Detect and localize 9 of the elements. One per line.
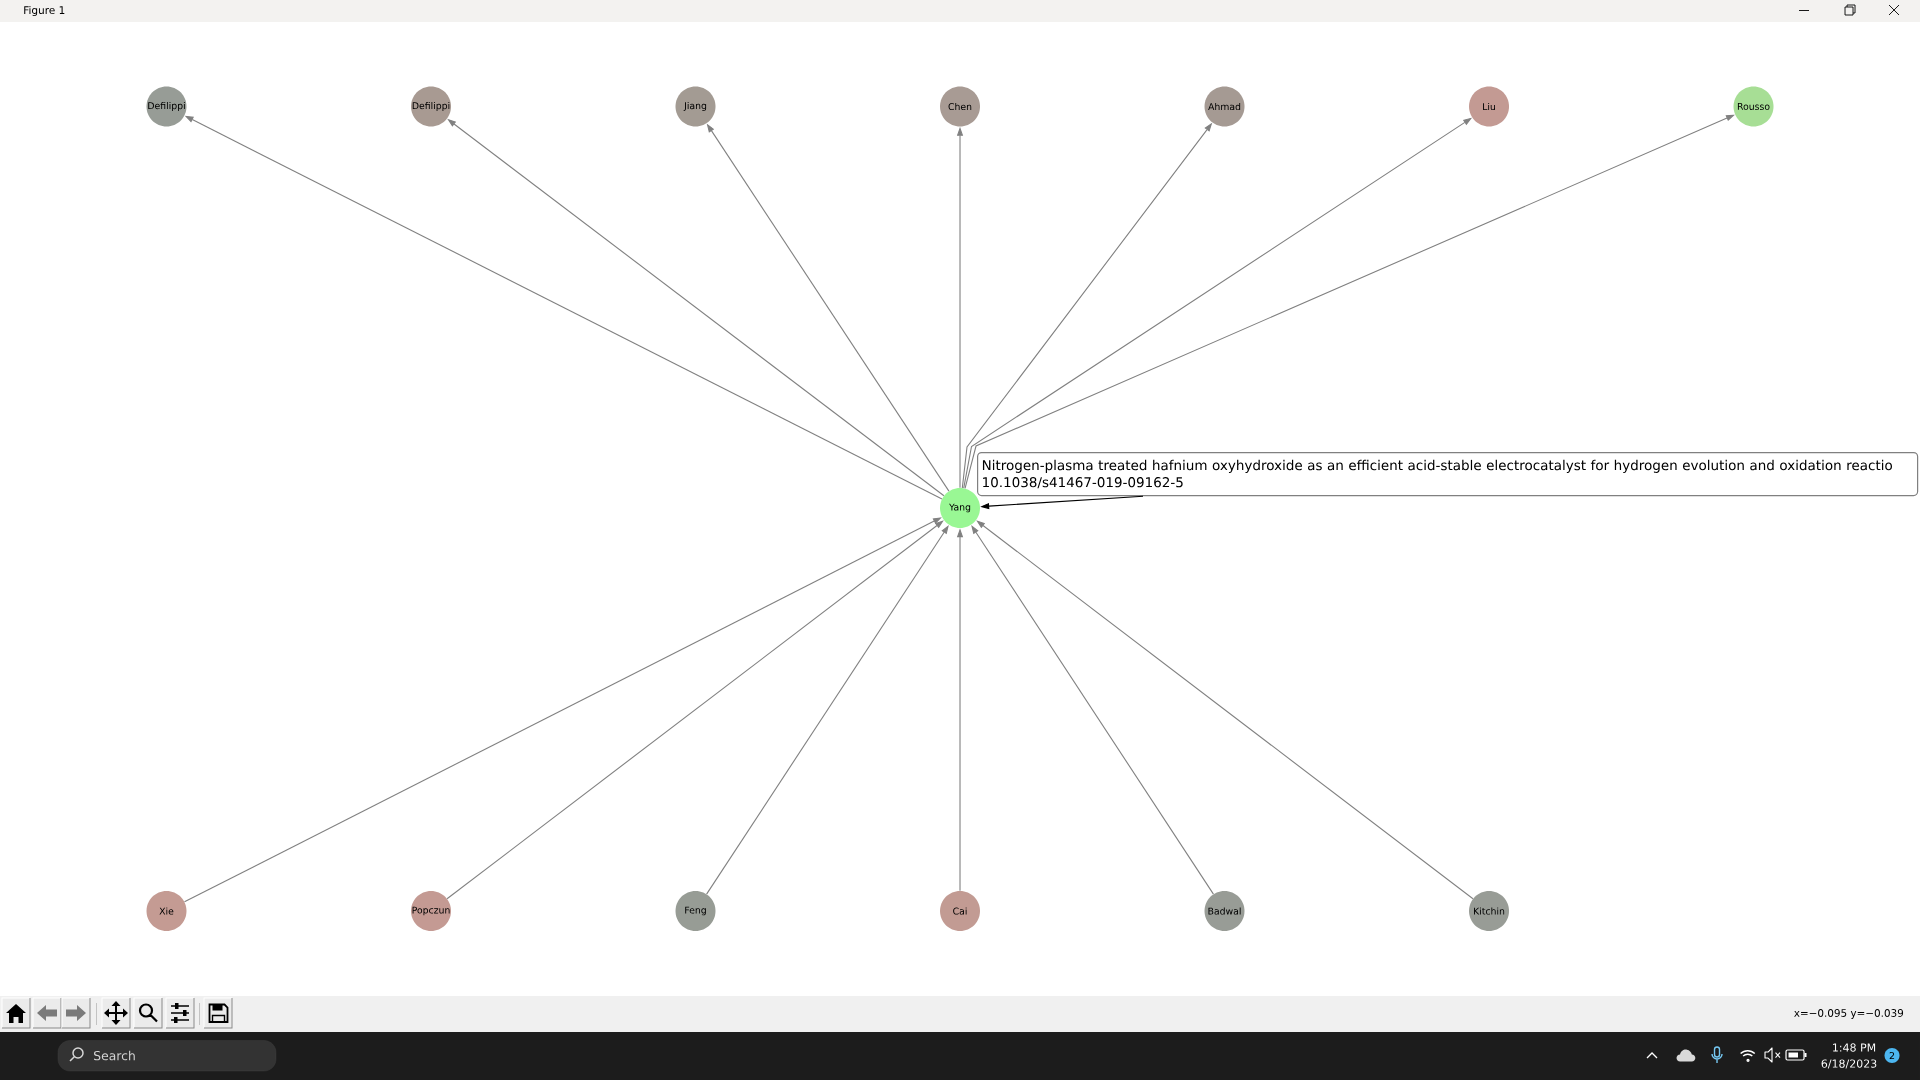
clock-date: 6/18/2023: [1821, 1059, 1877, 1069]
arrow: [976, 520, 1474, 900]
clock-time: 1:48 PM: [1833, 1043, 1876, 1052]
arrow: [446, 520, 944, 900]
search-field: Search: [57, 1040, 277, 1072]
notification-badge: 2: [1884, 1048, 1900, 1063]
tooltip-box: Nitrogen-plasma treated hafnium oxyhydroxide as an efficient acid-stable electrocatalyst for hydrogen evolution and oxidation reactio 10.1038/s41467-019-09162-5: [977, 452, 1919, 497]
cursor-coordinates: x=−0.095 y=−0.039: [1794, 1009, 1904, 1019]
window-title: Figure 1: [24, 5, 65, 17]
